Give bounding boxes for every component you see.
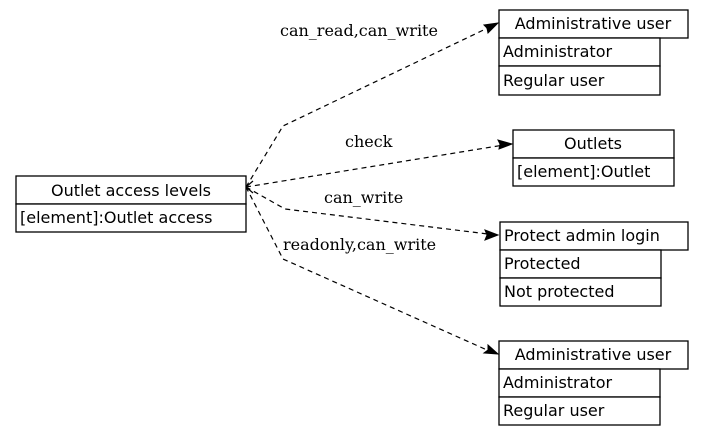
node-title-box <box>512 129 675 159</box>
node-row-box <box>15 203 247 233</box>
node-row-protected: Protected <box>504 254 581 273</box>
node-protect-admin-login: Protect admin login Protected Not protec… <box>499 221 689 307</box>
node-title: Protect admin login <box>504 226 660 245</box>
node-title: Administrative user <box>515 14 672 33</box>
node-row-box <box>498 396 661 426</box>
node-row-box <box>499 249 662 279</box>
edge-label-check: check <box>345 132 393 151</box>
node-title: Administrative user <box>515 345 672 364</box>
node-outlet-access-levels: Outlet access levels [element]:Outlet ac… <box>15 175 247 233</box>
node-row-box <box>498 368 661 398</box>
edge-label-can-write: can_write <box>324 188 403 207</box>
node-row-administrator: Administrator <box>503 373 612 392</box>
edge-2-arrowhead <box>497 139 514 150</box>
edge-label-can-read-can-write: can_read,can_write <box>280 21 438 40</box>
node-administrative-user-top: Administrative user Administrator Regula… <box>498 9 689 96</box>
edge-1-arrowhead <box>482 22 500 35</box>
edge-4-arrowhead <box>482 343 500 355</box>
edge-can-read-can-write <box>245 23 497 188</box>
node-title-box <box>499 221 689 251</box>
node-title: Outlet access levels <box>51 181 211 200</box>
edge-readonly-can-write <box>245 186 497 355</box>
edge-3-arrowhead <box>484 229 500 241</box>
node-row: [element]:Outlet <box>517 162 650 181</box>
node-administrative-user-bottom: Administrative user Administrator Regula… <box>498 340 689 426</box>
node-row: [element]:Outlet access <box>20 208 212 227</box>
node-row-regular-user: Regular user <box>503 401 605 420</box>
node-row-regular-user: Regular user <box>503 71 605 90</box>
node-title: Outlets <box>564 134 622 153</box>
node-row-box <box>512 157 675 187</box>
node-outlets: Outlets [element]:Outlet <box>512 129 675 187</box>
node-title-box <box>498 340 689 370</box>
node-row-box <box>498 65 661 96</box>
node-row-not-protected: Not protected <box>504 282 614 301</box>
node-row-box <box>499 277 662 307</box>
node-row-administrator: Administrator <box>503 42 612 61</box>
edge-label-readonly-can-write: readonly,can_write <box>283 235 436 254</box>
